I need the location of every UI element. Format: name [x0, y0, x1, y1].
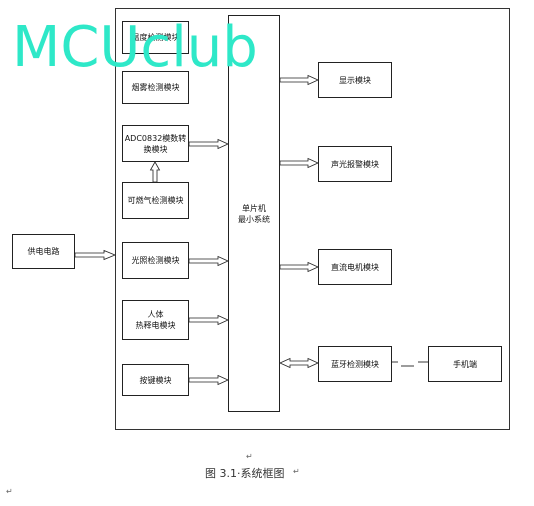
return-mark: ↵: [246, 452, 253, 461]
arrow-pir-to-mcu: [188, 314, 229, 326]
temperature-module: 温度检测模块: [122, 21, 189, 54]
arrow-mcu-to-alarm: [279, 157, 319, 169]
adc-module: ADC0832模数转 换模块: [122, 125, 189, 162]
arrow-light-to-mcu: [188, 255, 229, 267]
arrow-mcu-bluetooth: [279, 357, 319, 369]
mcu-minimum-system: 单片机 最小系统: [228, 15, 280, 412]
arrow-mcu-to-motor: [279, 261, 319, 273]
gas-module: 可燃气检测模块: [122, 182, 189, 219]
system-frame: [115, 8, 510, 430]
alarm-module: 声光报警模块: [318, 146, 392, 182]
wireless-link: [392, 361, 428, 367]
arrow-adc-to-mcu: [188, 138, 229, 150]
key-module: 按键模块: [122, 364, 189, 396]
power-supply: 供电电路: [12, 234, 75, 269]
bluetooth-module: 蓝牙检测模块: [318, 346, 392, 382]
phone-terminal: 手机端: [428, 346, 502, 382]
arrow-mcu-to-display: [279, 74, 319, 86]
arrow-key-to-mcu: [188, 374, 229, 386]
figure-caption: 图 3.1·系统框图: [205, 467, 285, 480]
smoke-module: 烟雾检测模块: [122, 71, 189, 104]
arrow-gas-to-adc: [149, 161, 161, 183]
return-mark: ↵: [293, 467, 300, 476]
light-module: 光照检测模块: [122, 242, 189, 279]
dc-motor-module: 直流电机模块: [318, 249, 392, 285]
arrow-power-to-system: [74, 249, 117, 261]
display-module: 显示模块: [318, 62, 392, 98]
pir-module: 人体 热释电模块: [122, 300, 189, 340]
return-mark: ↵: [6, 487, 13, 496]
mcuclub-watermark: MCUclub: [12, 15, 258, 80]
